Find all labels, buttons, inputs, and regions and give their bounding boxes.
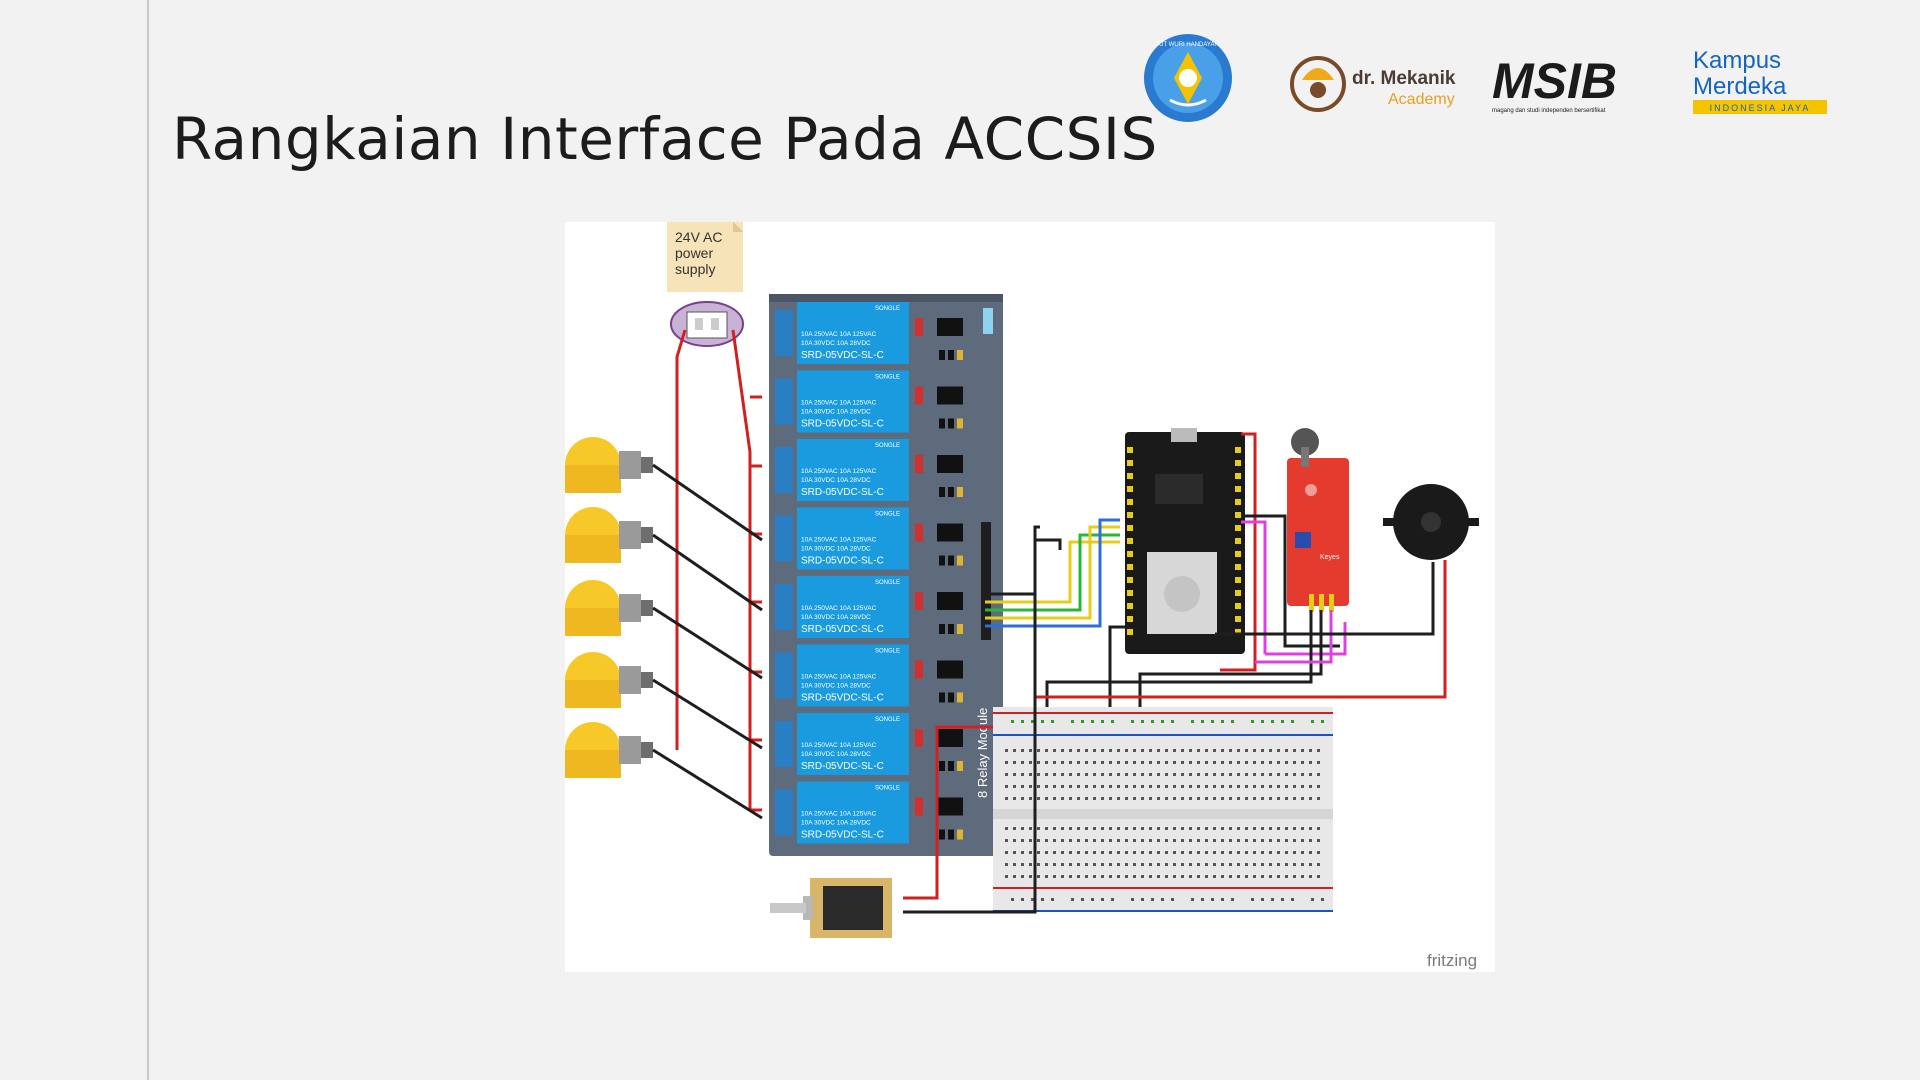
tut-wuri-text: TUT WURI HANDAYANI [1155, 42, 1220, 48]
relay-model: SRD-05VDC-SL-C [801, 487, 884, 498]
breadboard [993, 707, 1333, 912]
relay-8: SONGLE 10A 250VAC 10A 125VAC 10A 30VDC 10A… [775, 781, 963, 844]
relay-model: SRD-05VDC-SL-C [801, 419, 884, 430]
drmekanik-logo: dr. Mekanik Academy [1290, 56, 1456, 112]
slide-title: Rangkaian Interface Pada ACCSIS [172, 105, 1158, 173]
bulb-5 [565, 722, 653, 778]
relay-brand: SONGLE [875, 512, 900, 518]
relay-brand: SONGLE [875, 649, 900, 655]
bulb-2 [565, 507, 653, 563]
power-note-line2: power [675, 245, 713, 261]
bulbs [565, 437, 653, 778]
relay-spec-2: 10A 30VDC 10A 28VDC [801, 340, 871, 347]
relay-model: SRD-05VDC-SL-C [801, 761, 884, 772]
relay-spec-2: 10A 30VDC 10A 28VDC [801, 546, 871, 553]
kampus-merdeka-logo: Kampus Merdeka INDONESIA JAYA [1693, 47, 1827, 114]
relay-spec-2: 10A 30VDC 10A 28VDC [801, 477, 871, 484]
fritzing-watermark: fritzing [1427, 951, 1477, 970]
esp32-board [1125, 428, 1245, 654]
relay-spec-1: 10A 250VAC 10A 125VAC [801, 742, 877, 749]
relay-brand: SONGLE [875, 580, 900, 586]
relay-brand: SONGLE [875, 375, 900, 381]
relay-brand: SONGLE [875, 443, 900, 449]
relay-rows: SONGLE 10A 250VAC 10A 125VAC 10A 30VDC 10A… [775, 302, 963, 844]
bulb-4 [565, 652, 653, 708]
circuit-diagram: 24V AC power supply [565, 222, 1495, 972]
relay-module: SONGLE 10A 250VAC 10A 125VAC 10A 30VDC 10A… [769, 294, 1003, 856]
relay-spec-1: 10A 250VAC 10A 125VAC [801, 331, 877, 338]
kampus-line1: Kampus [1693, 47, 1781, 74]
relay-model: SRD-05VDC-SL-C [801, 556, 884, 567]
bulb-3 [565, 580, 653, 636]
kampus-line2: Merdeka [1693, 73, 1787, 100]
relay-spec-1: 10A 250VAC 10A 125VAC [801, 674, 877, 681]
flame-sensor: Keyes [1287, 428, 1349, 612]
msib-logo: MSIB magang dan studi independen bersert… [1492, 53, 1617, 114]
relay-model: SRD-05VDC-SL-C [801, 830, 884, 841]
relay-spec-1: 10A 250VAC 10A 125VAC [801, 468, 877, 475]
relay-6: SONGLE 10A 250VAC 10A 125VAC 10A 30VDC 10A… [775, 644, 963, 707]
partner-logos: TUT WURI HANDAYANI dr. Mekanik Academy M… [1144, 34, 1827, 122]
relay-brand: SONGLE [875, 786, 900, 792]
relay-spec-2: 10A 30VDC 10A 28VDC [801, 751, 871, 758]
relay-spec-2: 10A 30VDC 10A 28VDC [801, 614, 871, 621]
relay-1: SONGLE 10A 250VAC 10A 125VAC 10A 30VDC 10A… [775, 302, 963, 364]
power-note-line1: 24V AC [675, 229, 722, 245]
drmekanik-line1: dr. Mekanik [1352, 68, 1456, 89]
relay-spec-1: 10A 250VAC 10A 125VAC [801, 811, 877, 818]
relay-5: SONGLE 10A 250VAC 10A 125VAC 10A 30VDC 10A… [775, 576, 963, 638]
msib-wordmark: MSIB [1492, 53, 1617, 109]
relay-brand: SONGLE [875, 306, 900, 312]
relay-spec-1: 10A 250VAC 10A 125VAC [801, 537, 877, 544]
sensor-label: Keyes [1320, 554, 1340, 561]
relay-3: SONGLE 10A 250VAC 10A 125VAC 10A 30VDC 10A… [775, 439, 963, 501]
relay-spec-2: 10A 30VDC 10A 28VDC [801, 683, 871, 690]
drmekanik-line2: Academy [1388, 91, 1455, 108]
relay-spec-2: 10A 30VDC 10A 28VDC [801, 409, 871, 416]
esp32-pins [1127, 447, 1241, 635]
relay-model: SRD-05VDC-SL-C [801, 350, 884, 361]
relay-model: SRD-05VDC-SL-C [801, 624, 884, 635]
relay-4: SONGLE 10A 250VAC 10A 125VAC 10A 30VDC 10A… [775, 507, 963, 570]
power-connector [670, 301, 744, 347]
tut-wuri-logo: TUT WURI HANDAYANI [1144, 34, 1232, 122]
kampus-line3: INDONESIA JAYA [1710, 103, 1811, 113]
relay-spec-1: 10A 250VAC 10A 125VAC [801, 605, 877, 612]
relay-model: SRD-05VDC-SL-C [801, 693, 884, 704]
left-divider-line [147, 0, 149, 1080]
relay-spec-2: 10A 30VDC 10A 28VDC [801, 820, 871, 827]
power-supply-note: 24V AC power supply [667, 222, 743, 292]
solenoid [770, 878, 892, 938]
msib-tagline: magang dan studi independen bersertifika… [1492, 108, 1606, 114]
circuit-svg: 24V AC power supply [565, 222, 1479, 970]
power-note-line3: supply [675, 261, 715, 277]
bulb-1 [565, 437, 653, 493]
relay-7: SONGLE 10A 250VAC 10A 125VAC 10A 30VDC 10A… [775, 713, 963, 775]
relay-brand: SONGLE [875, 717, 900, 723]
relay-module-label: 8 Relay Module [975, 708, 990, 798]
relay-spec-1: 10A 250VAC 10A 125VAC [801, 400, 877, 407]
relay-2: SONGLE 10A 250VAC 10A 125VAC 10A 30VDC 10A… [775, 370, 963, 433]
